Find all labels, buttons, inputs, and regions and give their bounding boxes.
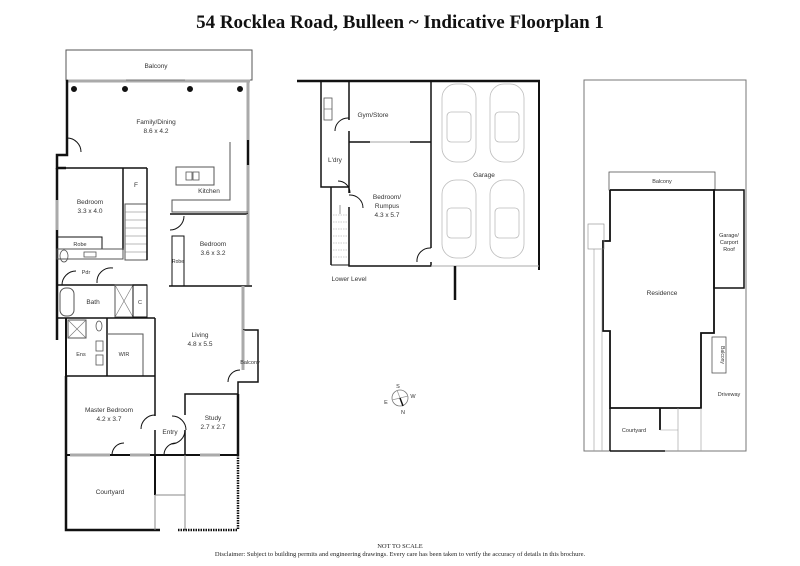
site-label-carport: Carport [720,240,739,246]
room-label-garage: Garage [473,172,495,179]
disclaimer: Disclaimer: Subject to building permits … [214,551,586,558]
room-label-ensuite: Ens [76,352,86,358]
room-label-rumpus: Rumpus [375,203,400,210]
room-label-fridge: F [134,182,138,189]
room-label-laundry: L'dry [328,157,343,164]
room-label-powder: Pdr [82,270,91,276]
room-label-balcony: Balcony [144,63,168,70]
compass-icon: S E W N [384,384,416,416]
room-size-bedroom-2: 3.6 x 3.2 [201,250,226,257]
room-size-bedroom-1: 3.3 x 4.0 [78,208,103,215]
room-size-master-bedroom: 4.2 x 3.7 [97,416,122,423]
main-level-plan [55,49,259,532]
room-label-bath: Bath [86,299,100,306]
site-label-balcony-side: Balcony [719,346,725,364]
compass-s: S [396,384,400,390]
room-label-balcony-2: Balcony [240,360,260,366]
room-label-entry: Entry [162,429,178,436]
room-label-master-bedroom: Master Bedroom [85,407,133,414]
site-label-balcony: Balcony [652,179,672,185]
room-label-bedroom-2: Bedroom [200,241,226,248]
room-size-living: 4.8 x 5.5 [188,341,213,348]
compass-e: E [384,400,388,406]
site-label-courtyard: Courtyard [622,428,646,434]
scale-note: NOT TO SCALE [377,543,423,550]
site-label-garage: Garage/ [719,233,739,239]
lower-level-plan [297,79,540,300]
room-label-robe-2: Robe [172,259,184,265]
room-label-robe-1: Robe [73,242,86,248]
compass-w: W [410,394,416,400]
room-size-bedroom-rumpus: 4.3 x 5.7 [375,212,400,219]
room-label-gym-store: Gym/Store [357,112,388,119]
site-plan [583,79,747,452]
site-label-roof: Roof [723,247,735,253]
room-size-family-dining: 8.6 x 4.2 [144,128,169,135]
page-title: 54 Rocklea Road, Bulleen ~ Indicative Fl… [196,12,604,33]
room-label-cupboard: C [138,300,142,306]
room-label-living: Living [192,332,209,339]
compass-n: N [401,410,405,416]
room-label-study: Study [205,415,222,422]
room-label-family-dining: Family/Dining [136,119,176,126]
room-label-bedroom-rumpus: Bedroom/ [373,194,401,201]
room-label-bedroom-1: Bedroom [77,199,103,206]
site-label-residence: Residence [647,290,678,297]
room-label-kitchen: Kitchen [198,188,220,195]
room-label-courtyard: Courtyard [96,489,125,496]
site-label-driveway: Driveway [718,392,741,398]
room-size-study: 2.7 x 2.7 [201,424,226,431]
room-label-wir: WIR [119,352,130,358]
lower-level-label: Lower Level [331,276,367,283]
